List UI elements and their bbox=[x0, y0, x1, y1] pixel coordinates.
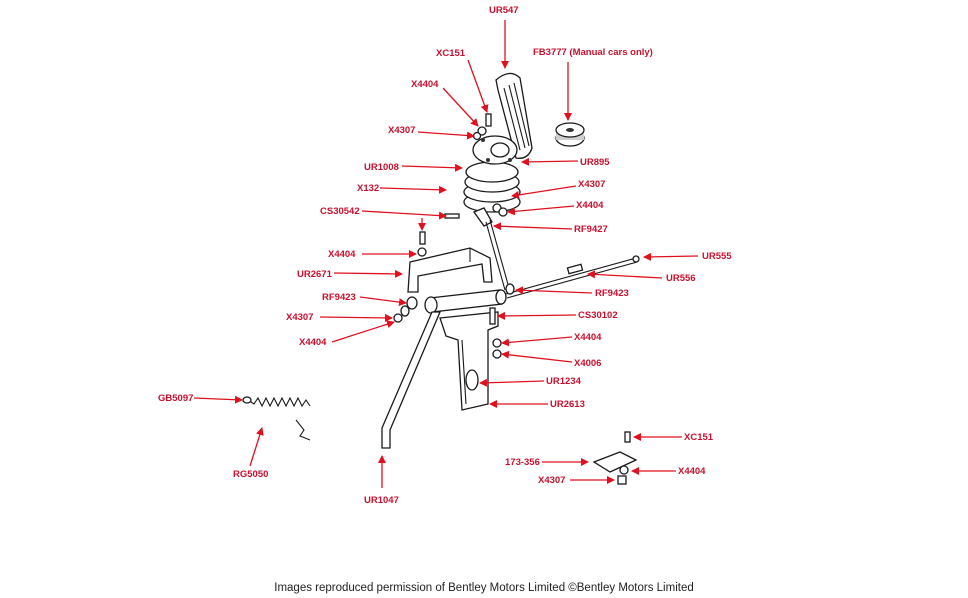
bellows-part bbox=[463, 135, 521, 213]
label-rg5050: RG5050 bbox=[233, 469, 268, 480]
label-xc151-top: XC151 bbox=[436, 48, 466, 59]
label-fb3777: FB3777 (Manual cars only) bbox=[533, 47, 653, 58]
label-173-356: 173-356 bbox=[505, 457, 540, 468]
cross-shaft-part bbox=[424, 255, 640, 314]
copyright-footer: Images reproduced permission of Bentley … bbox=[274, 582, 694, 594]
label-ur1047: UR1047 bbox=[364, 495, 399, 506]
spring-part bbox=[242, 396, 311, 441]
label-gb5097: GB5097 bbox=[158, 393, 193, 404]
label-xc151-bottom: XC151 bbox=[684, 432, 714, 443]
label-x4307-d: X4307 bbox=[538, 475, 565, 486]
left-washers bbox=[393, 283, 515, 323]
label-rf9423-right: RF9423 bbox=[595, 288, 629, 299]
label-x4404-d: X4404 bbox=[299, 337, 327, 348]
label-ur547: UR547 bbox=[489, 5, 519, 16]
part-labels: UR547 XC151 FB3777 (Manual cars only) X4… bbox=[158, 5, 732, 506]
pedal-lever-part bbox=[472, 207, 510, 291]
lower-bracket-part bbox=[439, 307, 502, 411]
callout-arrows bbox=[193, 20, 699, 488]
label-ur895: UR895 bbox=[580, 157, 610, 168]
label-x4307-a: X4307 bbox=[388, 125, 415, 136]
label-ur555: UR555 bbox=[702, 251, 732, 262]
label-rf9423-left: RF9423 bbox=[322, 292, 356, 303]
label-x4404-e: X4404 bbox=[574, 332, 602, 343]
pedal-pad-part bbox=[495, 72, 533, 159]
label-ur1234: UR1234 bbox=[546, 376, 582, 387]
label-rf9427: RF9427 bbox=[574, 224, 608, 235]
plate-part bbox=[592, 431, 638, 485]
label-x4404-c: X4404 bbox=[328, 249, 356, 260]
bracket-part bbox=[407, 247, 493, 293]
label-ur2613: UR2613 bbox=[550, 399, 585, 410]
label-ur556: UR556 bbox=[666, 273, 696, 284]
label-x132: X132 bbox=[357, 183, 379, 194]
main-lever-part bbox=[381, 311, 441, 449]
label-x4404-a: X4404 bbox=[411, 79, 439, 90]
label-ur1008: UR1008 bbox=[364, 162, 399, 173]
label-x4307-c: X4307 bbox=[286, 312, 313, 323]
label-x4404-b: X4404 bbox=[576, 200, 604, 211]
buffer-part bbox=[555, 122, 585, 147]
label-x4307-b: X4307 bbox=[578, 179, 605, 190]
label-x4404-f: X4404 bbox=[678, 466, 706, 477]
label-x4006: X4006 bbox=[574, 358, 601, 369]
label-cs30102: CS30102 bbox=[578, 310, 618, 321]
label-cs30542: CS30542 bbox=[320, 206, 360, 217]
label-ur2671: UR2671 bbox=[297, 269, 333, 280]
